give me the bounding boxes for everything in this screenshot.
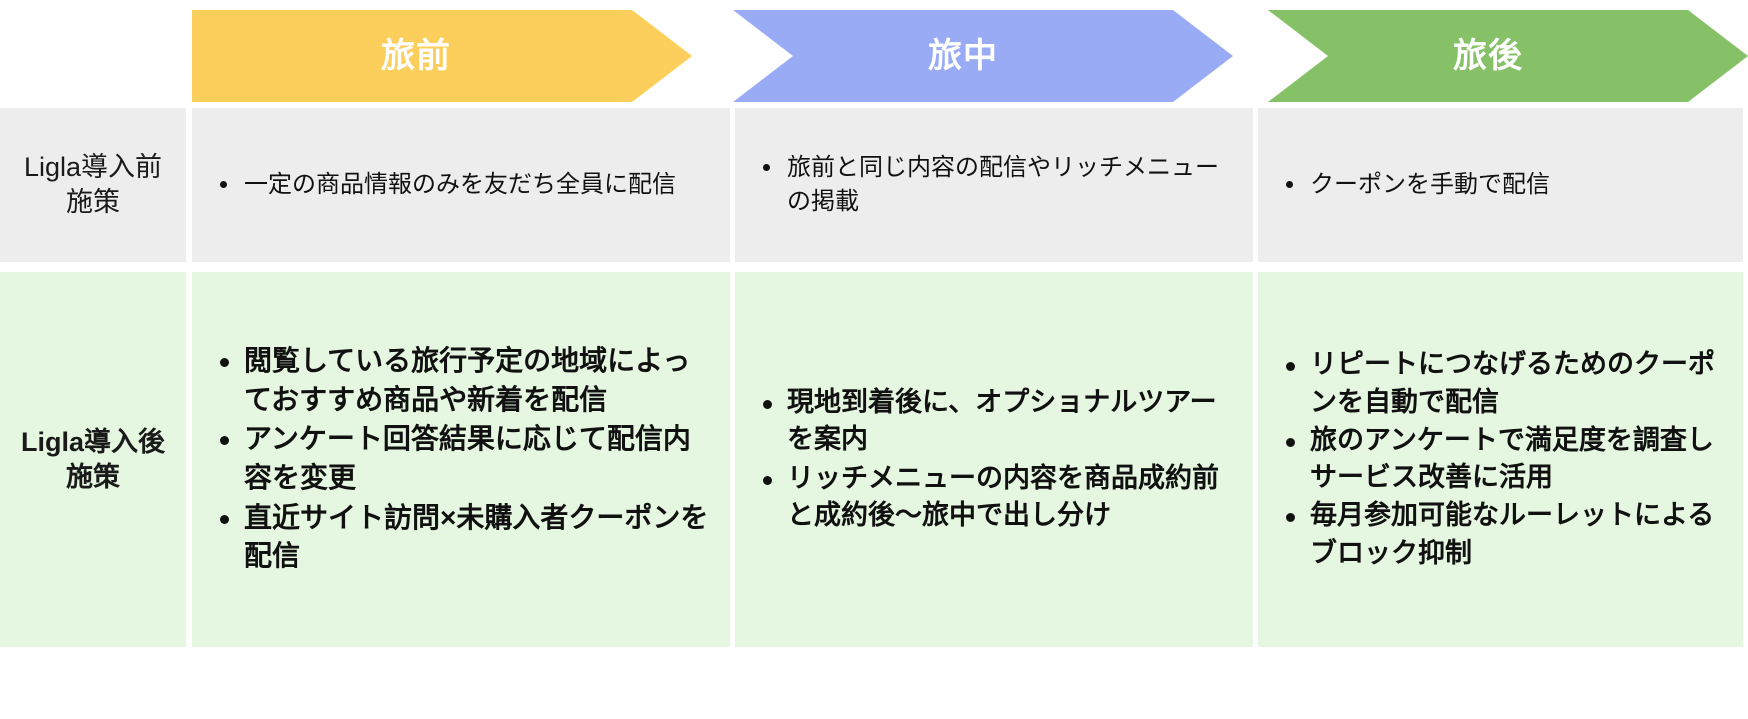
- bullet-list: クーポンを手動で配信: [1258, 168, 1743, 202]
- bullet-list: 一定の商品情報のみを友だち全員に配信: [192, 168, 730, 202]
- cell-before-phase3: クーポンを手動で配信: [1258, 108, 1743, 262]
- table-row-before-ligla: Ligla導入前 施策 一定の商品情報のみを友だち全員に配信 旅前と同じ内容の配…: [0, 108, 1748, 262]
- cell-before-phase2: 旅前と同じ内容の配信やリッチメニューの掲載: [735, 108, 1253, 262]
- bullet-list: 閲覧している旅行予定の地域によっておすすめ商品や新着を配信 アンケート回答結果に…: [192, 342, 730, 577]
- row-header-label: Ligla導入前 施策: [23, 152, 163, 217]
- phase-header-band: 旅前 旅中 旅後: [0, 10, 1748, 102]
- list-item: 閲覧している旅行予定の地域によっておすすめ商品や新着を配信: [220, 342, 712, 419]
- cell-before-phase1: 一定の商品情報のみを友だち全員に配信: [192, 108, 730, 262]
- cell-after-phase3: リピートにつなげるためのクーポンを自動で配信 旅のアンケートで満足度を調査しサー…: [1258, 272, 1743, 647]
- phase-arrow-before-trip: 旅前: [192, 10, 692, 102]
- phase-arrow-label: 旅中: [928, 37, 998, 75]
- list-item: 毎月参加可能なルーレットによるブロック抑制: [1286, 497, 1725, 572]
- bullet-list: 現地到着後に、オプショナルツアーを案内 リッチメニューの内容を商品成約前と成約後…: [735, 384, 1253, 535]
- phase-arrow-after-trip: 旅後: [1268, 10, 1748, 102]
- cell-after-phase1: 閲覧している旅行予定の地域によっておすすめ商品や新着を配信 アンケート回答結果に…: [192, 272, 730, 647]
- list-item: 一定の商品情報のみを友だち全員に配信: [220, 168, 712, 202]
- cell-after-phase2: 現地到着後に、オプショナルツアーを案内 リッチメニューの内容を商品成約前と成約後…: [735, 272, 1253, 647]
- list-item: クーポンを手動で配信: [1286, 168, 1725, 202]
- row-header-before-ligla: Ligla導入前 施策: [0, 108, 186, 262]
- list-item: アンケート回答結果に応じて配信内容を変更: [220, 420, 712, 497]
- bullet-list: リピートにつなげるためのクーポンを自動で配信 旅のアンケートで満足度を調査しサー…: [1258, 346, 1743, 573]
- list-item: 現地到着後に、オプショナルツアーを案内: [763, 384, 1235, 459]
- row-header-label: Ligla導入後 施策: [20, 426, 165, 492]
- phase-arrow-label: 旅前: [381, 37, 451, 75]
- phase-arrow-label: 旅後: [1453, 37, 1523, 75]
- table-row-after-ligla: Ligla導入後 施策 閲覧している旅行予定の地域によっておすすめ商品や新着を配…: [0, 272, 1748, 647]
- list-item: リッチメニューの内容を商品成約前と成約後〜旅中で出し分け: [763, 460, 1235, 535]
- list-item: 旅前と同じ内容の配信やリッチメニューの掲載: [763, 151, 1235, 219]
- list-item: 直近サイト訪問×未購入者クーポンを配信: [220, 499, 712, 576]
- list-item: リピートにつなげるためのクーポンを自動で配信: [1286, 346, 1725, 421]
- row-header-after-ligla: Ligla導入後 施策: [0, 272, 186, 647]
- bullet-list: 旅前と同じ内容の配信やリッチメニューの掲載: [735, 151, 1253, 219]
- phase-arrow-during-trip: 旅中: [733, 10, 1233, 102]
- list-item: 旅のアンケートで満足度を調査しサービス改善に活用: [1286, 422, 1725, 497]
